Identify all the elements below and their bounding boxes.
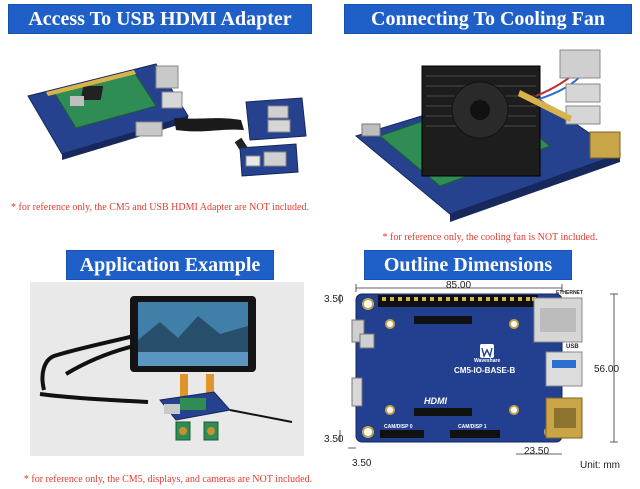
board-cam1-label: CAM/DISP 1 [458, 424, 487, 430]
panel-title-cooling-fan: Connecting To Cooling Fan [344, 4, 632, 34]
dim-unit: Unit: mm [580, 460, 620, 471]
board-cam0-label: CAM/DISP 0 [384, 424, 413, 430]
panel-note-application: * for reference only, the CM5, displays,… [23, 474, 313, 485]
dim-height: 56.00 [594, 364, 620, 375]
dim-hdmi-offset: 23.50 [524, 446, 550, 457]
application-example-photo [30, 282, 304, 456]
board-ethernet-label: ETHERNET [556, 290, 583, 296]
panel-note-usb-hdmi: * for reference only, the CM5 and USB HD… [11, 202, 309, 213]
dim-bottom-offset: 3.50 [324, 434, 344, 445]
board-model-label: CM5-IO-BASE-B [454, 366, 516, 375]
board-usb-label: USB [566, 344, 579, 350]
panel-title-outline-dimensions: Outline Dimensions [364, 250, 572, 280]
dim-width: 85.00 [446, 280, 472, 291]
board-brand-label: Waveshare [474, 358, 501, 364]
panel-title-usb-hdmi: Access To USB HDMI Adapter [8, 4, 312, 34]
dim-left-offset: 3.50 [352, 458, 372, 469]
panel-note-cooling-fan: * for reference only, the cooling fan is… [382, 232, 598, 243]
board-hdmi-label: HDMI [424, 396, 447, 406]
outline-dimensions-drawing: 85.00 3.50 3.50 3.50 23.50 56.00 Unit: m… [318, 276, 640, 489]
usb-hdmi-adapter-photo [6, 36, 316, 186]
cooling-fan-photo [340, 36, 636, 226]
dim-top-offset: 3.50 [324, 294, 344, 305]
panel-title-application: Application Example [66, 250, 274, 280]
